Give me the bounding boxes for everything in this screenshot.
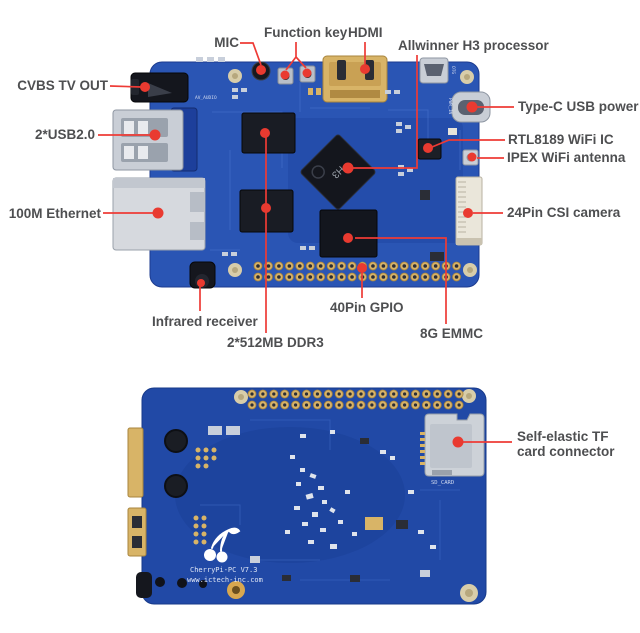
silk-website: www.ictech-inc.com [187,576,263,584]
otg-micro-usb-connector: OTG [419,57,456,84]
h3-processor-chip: H3 [300,134,376,210]
line-wifi-ic [431,139,505,148]
callout-label-csi: 24Pin CSI camera [507,205,621,220]
callout-label-usb: 2*USB2.0 [34,127,95,142]
callout-label-ddr3: 2*512MB DDR3 [227,335,324,350]
callout-lines [98,42,514,443]
silk-av-audio: AV_AUDIO [195,95,217,101]
callout-label-wifi-ic: RTL8189 WiFi IC [508,132,614,147]
line-processor [353,55,418,169]
top-board-mount-holes [228,69,477,277]
silk-sd-card: SD_CARD [431,480,454,486]
tf-card-connector: SD_CARD [420,413,485,486]
callout-label-tf-card: Self-elastic TF card connector [517,429,615,459]
callout-dots [140,64,478,448]
callout-label-ipex: IPEX WiFi antenna [507,150,626,165]
callout-label-infrared: Infrared receiver [152,314,258,329]
gpio-pads-bottom [247,389,464,410]
line-mic [240,42,262,66]
callout-label-cvbs: CVBS TV OUT [17,78,108,93]
hdmi-connector [322,55,388,103]
line-function-key [285,42,307,71]
callout-label-processor: Allwinner H3 processor [398,38,549,53]
silk-board-name: CherryPi-PC V7.3 [190,566,257,574]
line-emmc [355,237,447,324]
cherry-logo [204,527,241,563]
top-board: AV_AUDIO [112,55,491,289]
callout-label-emmc: 8G EMMC [420,326,484,341]
line-cvbs [109,85,142,88]
silk-otg: OTG [450,66,456,74]
bottom-board-mount-holes [227,389,478,602]
silk-pwr-in: PWR_IN [447,98,453,115]
hdmi-pad-bottom [127,427,144,498]
bottom-board: SD_CARD [127,387,487,605]
smd-speckles-bottom [250,430,436,582]
callout-label-function-key: Function key [264,25,348,40]
callout-label-hdmi: HDMI [348,25,383,40]
bottom-traces [200,419,460,581]
smd-clusters-top [196,57,457,261]
audio-jack-bottom [136,572,207,598]
cvbs-av-jack: AV_AUDIO [130,72,217,103]
callout-label-mic: MIC [214,35,239,50]
callout-label-type-c: Type-C USB power in [518,99,640,114]
usb-pad-bottom [127,507,147,557]
gpio-header [253,261,461,282]
bottom-black-caps [164,429,188,498]
callout-label-ethernet: 100M Ethernet [8,206,101,221]
via-grids [193,426,240,545]
callout-label-gpio: 40Pin GPIO [330,300,404,315]
